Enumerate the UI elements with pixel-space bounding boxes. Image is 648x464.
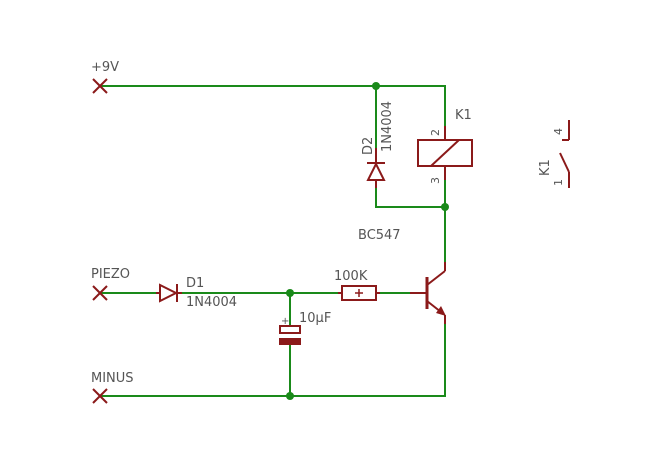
terminal-piezo: [92, 285, 108, 301]
transistor-bc547: [410, 262, 446, 324]
junction-dot: [286, 289, 294, 297]
relay-switch-k1: [559, 120, 570, 188]
label-vcc: +9V: [91, 60, 119, 75]
label-cap-plus: +: [281, 316, 289, 327]
terminal-minus: [92, 388, 108, 404]
terminal-vcc: [92, 78, 108, 94]
capacitor-10uf: [279, 325, 301, 345]
wires: [99, 85, 446, 397]
junction-dot: [441, 203, 449, 211]
label-k1-sw-pin1: 1: [552, 179, 565, 186]
label-minus: MINUS: [91, 371, 134, 386]
junction-dot: [372, 82, 380, 90]
label-d2-name: D2: [361, 137, 376, 155]
diode-d2: [366, 148, 386, 188]
junctions: [286, 82, 449, 400]
junction-dot: [286, 392, 294, 400]
label-k1-sw-pin4: 4: [552, 128, 565, 135]
label-d2-value: 1N4004: [380, 101, 395, 152]
label-piezo: PIEZO: [91, 267, 130, 282]
label-d1-name: D1: [186, 276, 204, 291]
label-k1-coil: K1: [455, 108, 472, 123]
label-k1-pin2: 2: [429, 129, 442, 136]
label-resistor: 100K: [334, 269, 368, 284]
resistor-100k: [338, 285, 380, 301]
label-k1-pin3: 3: [429, 177, 442, 184]
label-capacitor: 10µF: [299, 311, 331, 326]
relay-coil-k1: [417, 126, 473, 180]
label-transistor: BC547: [358, 228, 401, 243]
diode-d1: [156, 283, 182, 303]
label-k1-switch: K1: [538, 159, 553, 176]
label-d1-value: 1N4004: [186, 295, 237, 310]
